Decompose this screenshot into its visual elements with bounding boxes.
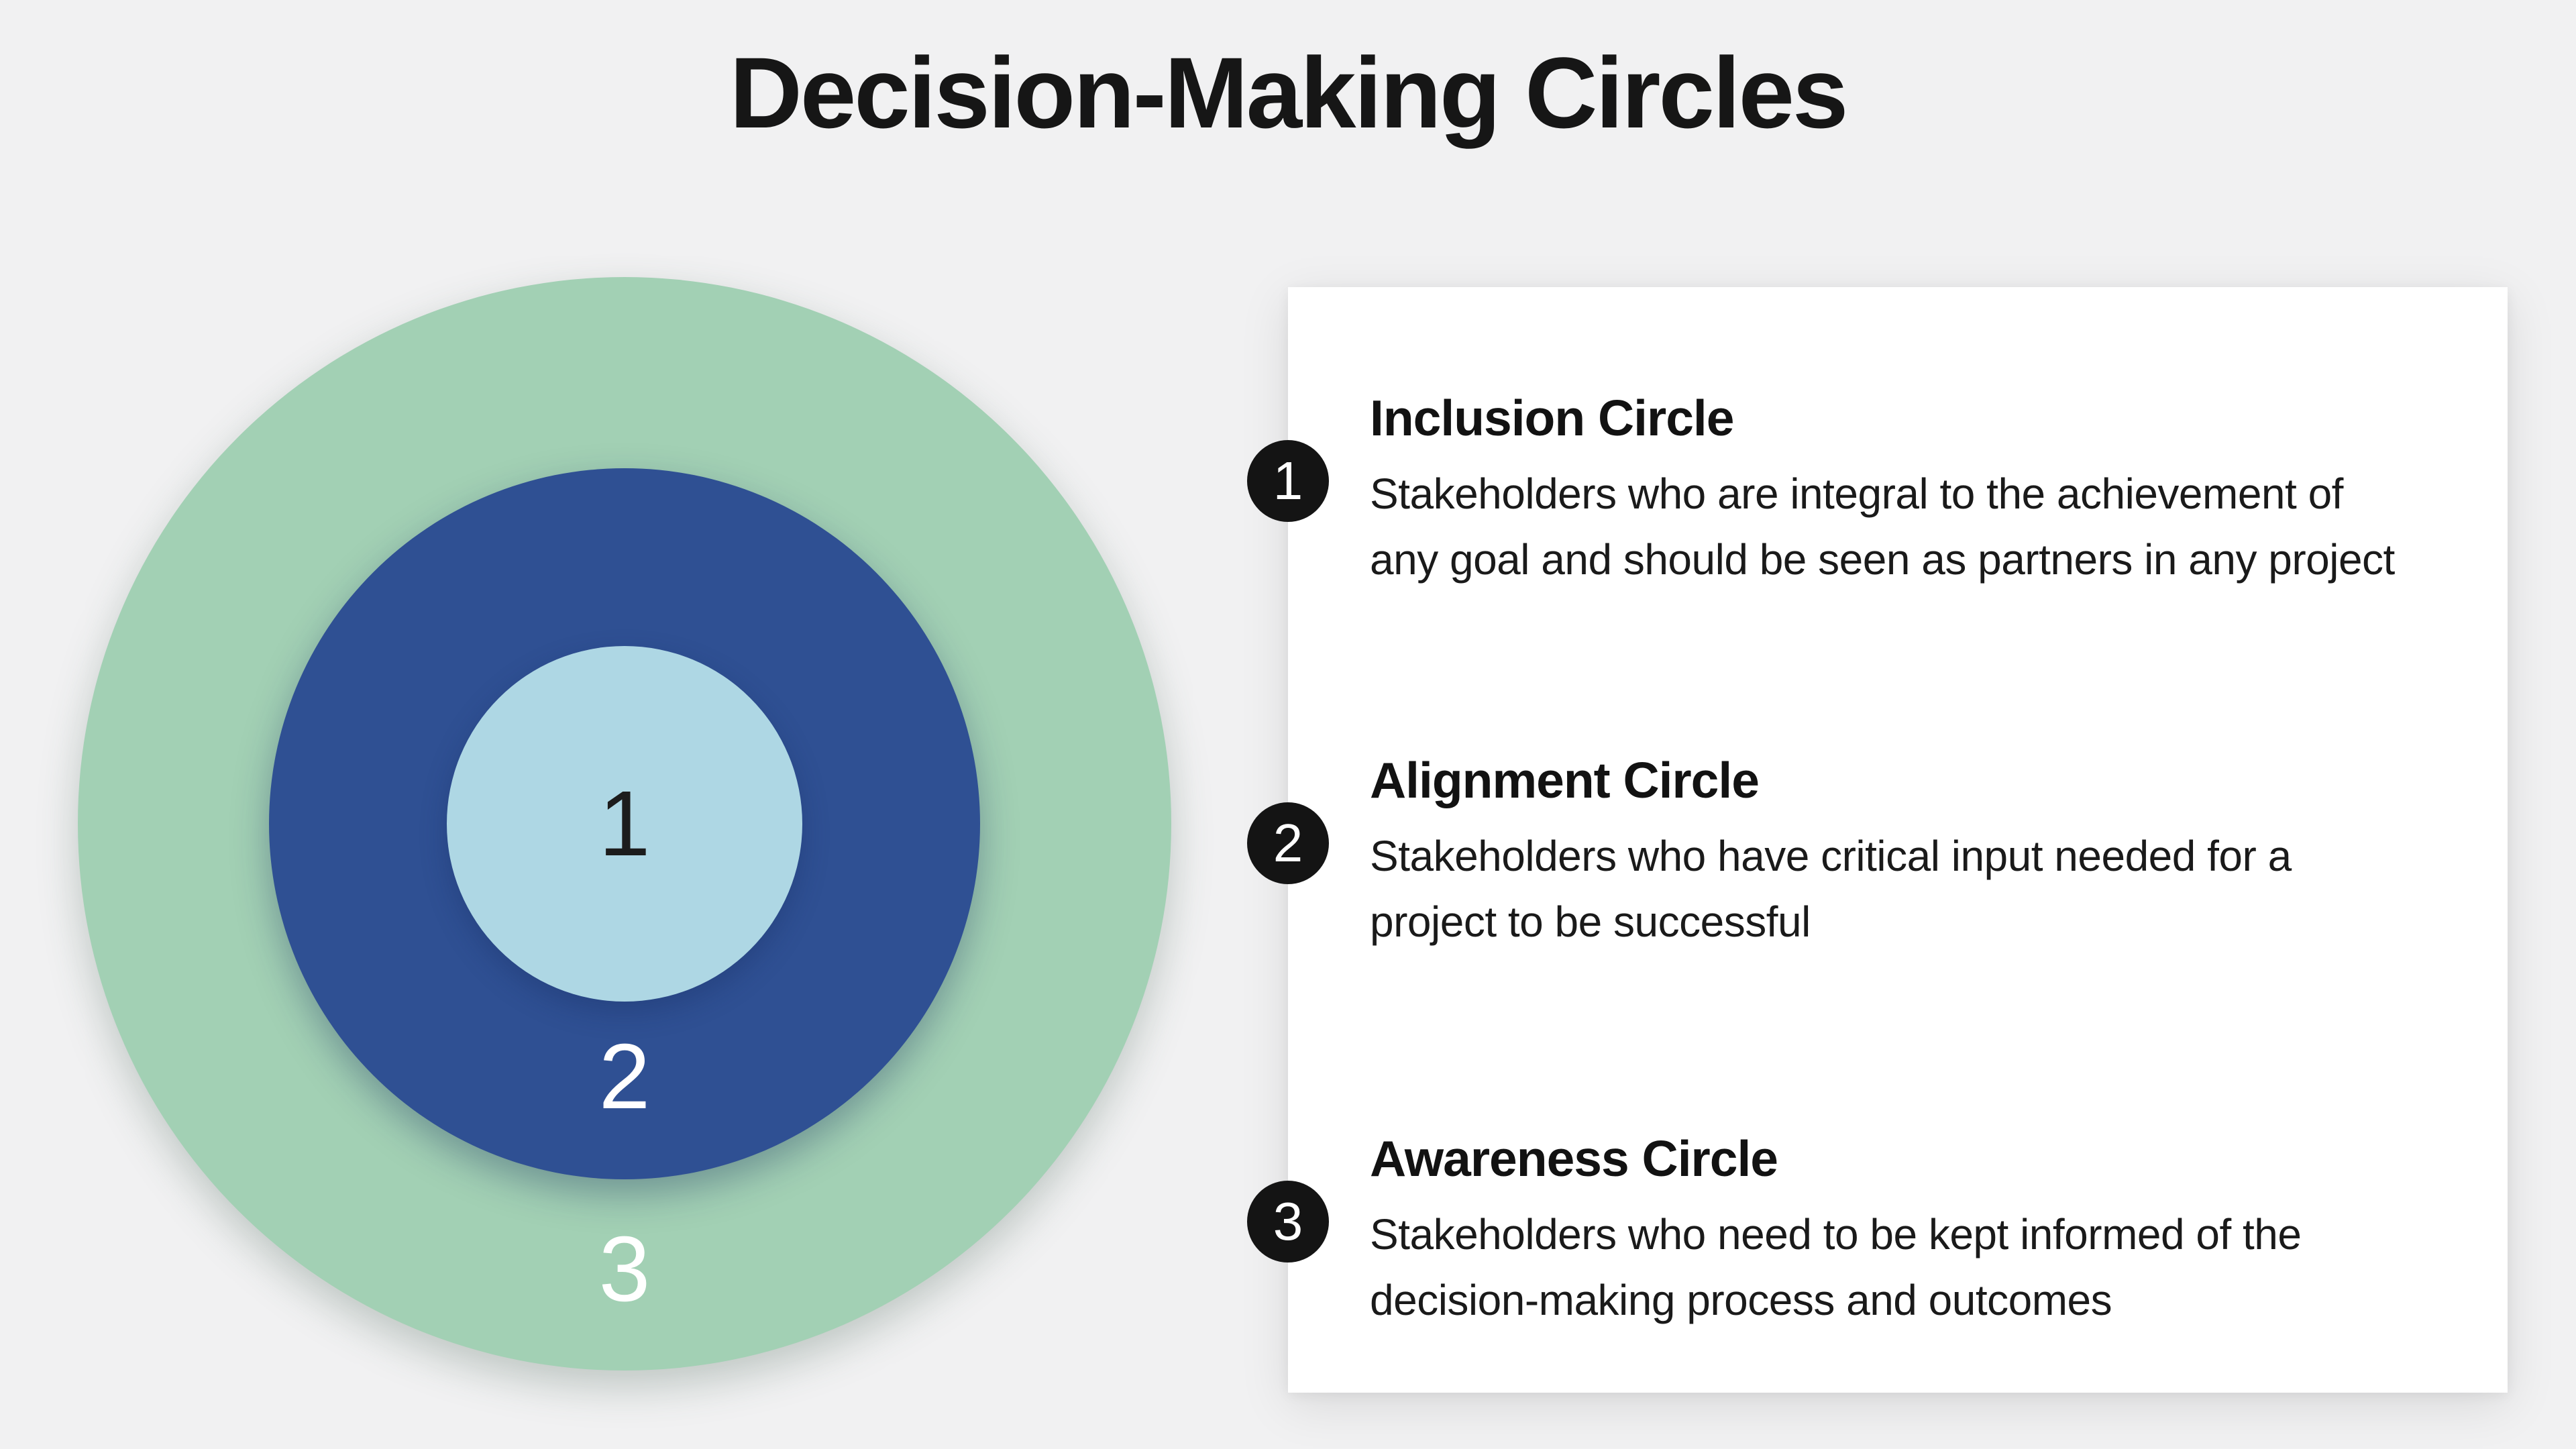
outer-circle-number: 3 bbox=[598, 1218, 651, 1321]
legend-item-alignment: 2 Alignment Circle Stakeholders who have… bbox=[1247, 749, 2457, 955]
legend-item-awareness: 3 Awareness Circle Stakeholders who need… bbox=[1247, 1127, 2457, 1333]
legend-item-inclusion: 1 Inclusion Circle Stakeholders who are … bbox=[1247, 386, 2457, 592]
legend-panel: 1 Inclusion Circle Stakeholders who are … bbox=[1247, 287, 2508, 1393]
legend-badge-3: 3 bbox=[1247, 1181, 1329, 1263]
page-title: Decision-Making Circles bbox=[729, 36, 1849, 149]
concentric-circles-diagram: 1 2 3 bbox=[78, 277, 1171, 1371]
legend-description-inclusion: Stakeholders who are integral to the ach… bbox=[1370, 470, 2395, 584]
legend-badge-1: 1 bbox=[1247, 440, 1329, 522]
legend-title-alignment: Alignment Circle bbox=[1370, 752, 1760, 808]
legend-title-awareness: Awareness Circle bbox=[1370, 1130, 1778, 1187]
legend-badge-2: 2 bbox=[1247, 802, 1329, 884]
middle-circle-number: 2 bbox=[598, 1025, 651, 1128]
legend-title-inclusion: Inclusion Circle bbox=[1370, 390, 1734, 446]
legend-description-awareness: Stakeholders who need to be kept informe… bbox=[1370, 1210, 2302, 1324]
inner-circle-number: 1 bbox=[598, 772, 651, 875]
inner-circle-inclusion: 1 bbox=[447, 646, 802, 1002]
legend-description-alignment: Stakeholders who have critical input nee… bbox=[1370, 832, 2292, 946]
